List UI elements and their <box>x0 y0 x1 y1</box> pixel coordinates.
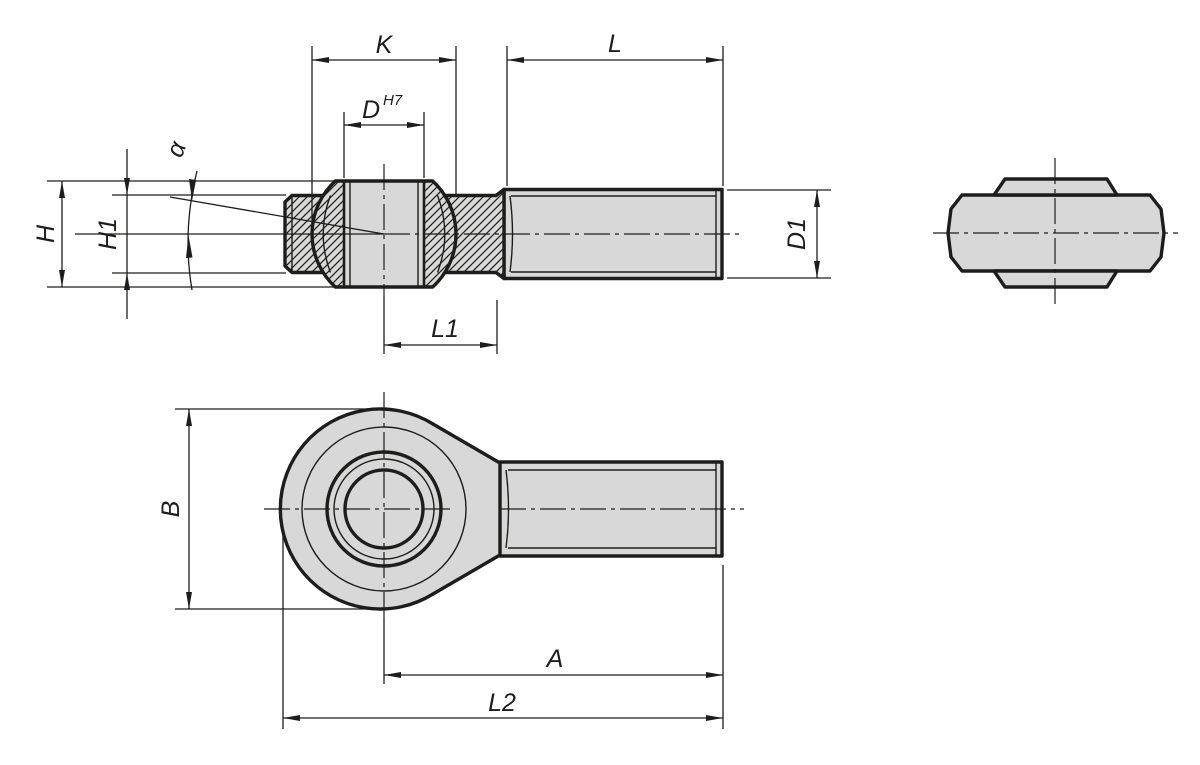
dim-label-K: K <box>376 31 394 59</box>
dim-label-L: L <box>608 30 622 58</box>
dimension-L1: L1 <box>384 300 498 354</box>
dim-label-alpha: α <box>161 137 192 161</box>
dimension-L2: L2 <box>283 689 723 721</box>
dim-label-H: H <box>32 224 60 243</box>
dim-label-B: B <box>157 501 185 518</box>
dim-label-D1: D1 <box>783 218 811 250</box>
ball-protrusion-top <box>992 177 1119 197</box>
dimension-B: B <box>157 408 392 610</box>
dim-label-L1: L1 <box>431 315 459 343</box>
dim-label-D: D <box>362 96 380 124</box>
dim-label-D-tolerance: H7 <box>383 92 403 109</box>
angle-ray-tilted <box>169 196 385 235</box>
dim-label-A: A <box>545 645 564 673</box>
view-side-section: α K L D H7 H <box>32 30 831 354</box>
dimension-A: A <box>384 645 723 678</box>
transition-tangent-top <box>431 422 502 465</box>
dimension-K: K <box>311 31 457 228</box>
angle-arrow-top <box>189 179 196 201</box>
angle-arrow-bottom <box>186 235 193 258</box>
view-front: B A L2 <box>157 392 744 729</box>
dimension-D: D H7 <box>343 92 425 178</box>
dimension-D1: D1 <box>727 189 831 279</box>
dimension-H1: H1 <box>94 149 286 319</box>
dimension-L: L <box>506 30 724 186</box>
dim-label-H1: H1 <box>94 218 122 250</box>
transition-tangent-bottom <box>431 553 502 596</box>
dimension-H: H <box>32 180 336 288</box>
dim-label-L2: L2 <box>488 689 516 717</box>
view-side-small <box>933 158 1178 308</box>
